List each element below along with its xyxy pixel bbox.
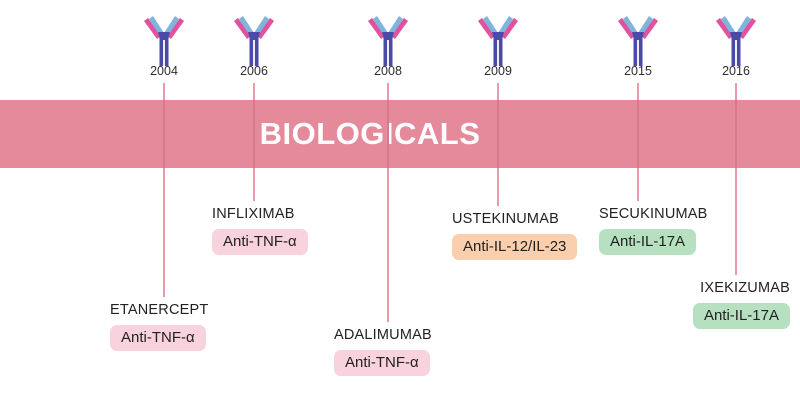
antibody-icon: [144, 8, 184, 71]
year-label-2009: 2009: [484, 64, 512, 78]
drug-target-badge: Anti-IL-12/IL-23: [452, 233, 578, 261]
drug-entry-secukinumab: SECUKINUMAB Anti-IL-17A: [599, 206, 708, 256]
drug-entry-adalimumab: ADALIMUMAB Anti-TNF-α: [334, 327, 432, 377]
antibody-icon-svg: [144, 16, 184, 66]
connector-line-banner-2006: [253, 100, 255, 168]
connector-line-banner-2009: [497, 100, 499, 168]
drug-entry-ustekinumab: USTEKINUMAB Anti-IL-12/IL-23: [452, 211, 578, 261]
antibody-icon: [478, 8, 518, 71]
antibody-icon-svg: [478, 16, 518, 66]
antibody-icon: [368, 8, 408, 71]
year-label-2008: 2008: [374, 64, 402, 78]
connector-line-2008: [387, 168, 389, 322]
drug-target-badge: Anti-IL-17A: [599, 228, 697, 256]
drug-name: ETANERCEPT: [110, 302, 209, 318]
drug-entry-ixekizumab: IXEKIZUMAB Anti-IL-17A: [606, 280, 790, 330]
connector-line-top-2004: [163, 83, 165, 100]
drug-name: INFLIXIMAB: [212, 206, 295, 222]
year-label-2015: 2015: [624, 64, 652, 78]
connector-line-banner-2008: [387, 100, 389, 168]
connector-line-top-2016: [735, 83, 737, 100]
connector-line-2009: [497, 168, 499, 206]
year-label-2004: 2004: [150, 64, 178, 78]
connector-line-banner-2015: [637, 100, 639, 168]
antibody-icon-svg: [716, 16, 756, 66]
drug-entry-infliximab: INFLIXIMAB Anti-TNF-α: [212, 206, 308, 256]
connector-line-banner-2004: [163, 100, 165, 168]
connector-line-top-2015: [637, 83, 639, 100]
connector-line-top-2006: [253, 83, 255, 100]
connector-line-2006: [253, 168, 255, 201]
year-label-2006: 2006: [240, 64, 268, 78]
antibody-icon-svg: [234, 16, 274, 66]
biologicals-banner: BIOLOGICALS: [0, 100, 800, 168]
antibody-icon: [234, 8, 274, 71]
connector-line-top-2009: [497, 83, 499, 100]
drug-name: IXEKIZUMAB: [700, 280, 790, 296]
drug-target-badge: Anti-TNF-α: [334, 349, 430, 377]
connector-line-2016: [735, 168, 737, 275]
drug-name: SECUKINUMAB: [599, 206, 708, 222]
drug-entry-etanercept: ETANERCEPT Anti-TNF-α: [110, 302, 209, 352]
connector-line-banner-2016: [735, 100, 737, 168]
drug-name: ADALIMUMAB: [334, 327, 432, 343]
drug-target-badge: Anti-TNF-α: [212, 228, 308, 256]
drug-target-badge: Anti-TNF-α: [110, 324, 206, 352]
antibody-icon-svg: [618, 16, 658, 66]
antibody-icon: [618, 8, 658, 71]
drug-target-badge: Anti-IL-17A: [692, 302, 790, 330]
connector-line-top-2008: [387, 83, 389, 100]
drug-name: USTEKINUMAB: [452, 211, 559, 227]
antibody-icon-svg: [368, 16, 408, 66]
connector-line-2004: [163, 168, 165, 297]
year-label-2016: 2016: [722, 64, 750, 78]
antibody-icon: [716, 8, 756, 71]
connector-line-2015: [637, 168, 639, 201]
banner-title: BIOLOGICALS: [259, 116, 481, 151]
